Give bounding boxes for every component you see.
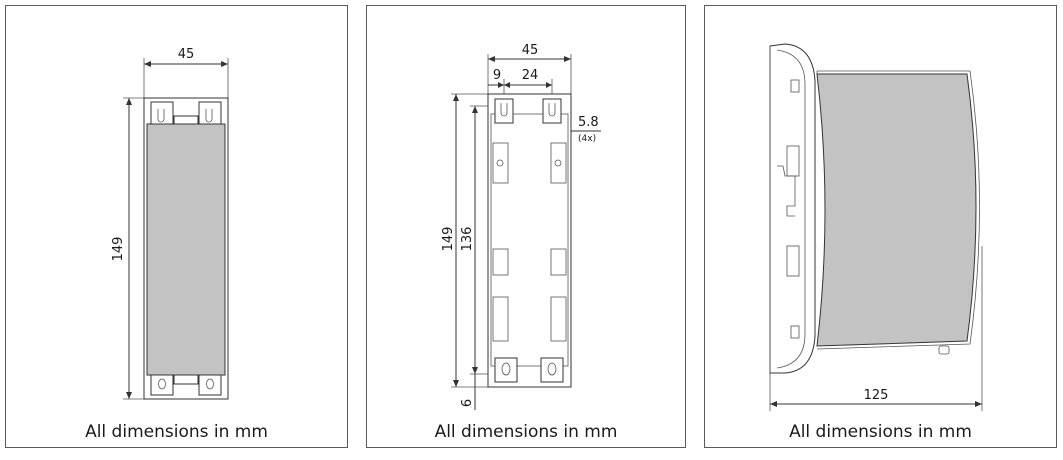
- body-outline: [816, 70, 980, 350]
- slot: [548, 103, 556, 117]
- width-label: 45: [178, 47, 195, 62]
- mounting-view-drawing: 45 9 24 5.8 (4x) 149 136 6: [441, 43, 601, 410]
- slot: [205, 109, 213, 123]
- back-plate-inner: [776, 49, 806, 369]
- hole: [501, 362, 511, 376]
- caption: All dimensions in mm: [434, 422, 618, 442]
- right-rail-lower: [550, 296, 567, 342]
- module-body: [816, 73, 977, 347]
- arrow: [546, 82, 552, 88]
- slot: [500, 103, 508, 117]
- din-clip-lower: [786, 245, 800, 277]
- inner-outline: [490, 113, 569, 367]
- bottom-left-ear: [150, 374, 174, 396]
- arrow-left: [144, 61, 151, 67]
- mounting-view-panel: 45 9 24 5.8 (4x) 149 136 6: [366, 5, 686, 448]
- clip-detail: [790, 325, 800, 339]
- screw-hole: [554, 159, 562, 167]
- led-nub: [938, 345, 950, 355]
- arrow-bottom: [472, 367, 478, 374]
- side-view-drawing: 125: [769, 43, 983, 411]
- arrow: [504, 82, 510, 88]
- front-view-drawing: 45 149: [111, 47, 229, 400]
- bottom-right-mount: [540, 357, 564, 383]
- height-label: 149: [111, 237, 126, 262]
- slot-count-label: (4x): [578, 134, 596, 144]
- depth-label: 125: [864, 388, 889, 403]
- arrow-right: [975, 401, 982, 407]
- side-view-panel: 125 All dimensions in mm: [704, 5, 1057, 448]
- caption: All dimensions in mm: [85, 422, 268, 442]
- top-left-ear: [150, 101, 174, 127]
- screw-hole: [496, 159, 504, 167]
- mount-height-label: 136: [460, 227, 475, 252]
- spacing-label: 24: [522, 68, 539, 83]
- width-label: 45: [522, 43, 539, 58]
- right-rail-upper: [550, 142, 567, 184]
- arrow-right: [564, 56, 571, 62]
- top-right-ear: [198, 101, 222, 127]
- din-clip-hook: [777, 165, 796, 217]
- bottom-right-ear: [198, 374, 222, 396]
- housing-outline: [487, 93, 572, 388]
- left-rail-lower: [492, 296, 509, 342]
- bottom-left-mount: [494, 357, 518, 383]
- din-clip-upper: [786, 145, 800, 177]
- arrow: [498, 82, 504, 88]
- slot: [157, 109, 165, 123]
- right-rail-mid: [550, 248, 567, 276]
- module-body: [146, 123, 226, 376]
- top-left-mount: [494, 98, 514, 124]
- arrow-top: [126, 98, 132, 105]
- arrow-bottom: [453, 380, 459, 387]
- clip-detail: [790, 79, 800, 93]
- hole: [206, 378, 214, 390]
- arrow-left: [770, 401, 777, 407]
- left-rail-mid: [492, 248, 509, 276]
- arrow-top: [472, 106, 478, 113]
- arrow-top: [453, 94, 459, 101]
- left-rail-upper: [492, 142, 509, 184]
- back-plate: [769, 43, 816, 374]
- hole: [547, 362, 557, 376]
- bottom-label: 6: [460, 399, 475, 407]
- hole: [158, 378, 166, 390]
- top-right-mount: [542, 98, 562, 124]
- arrow-right: [221, 61, 228, 67]
- offset-label: 9: [493, 68, 501, 83]
- caption: All dimensions in mm: [789, 422, 972, 442]
- arrow-bottom: [126, 392, 132, 399]
- arrow-left: [488, 56, 495, 62]
- front-view-panel: 45 149 All dimensions in mm: [5, 5, 348, 448]
- slot-label: 5.8: [578, 115, 599, 130]
- height-label: 149: [441, 227, 456, 252]
- latch-bottom: [173, 374, 199, 385]
